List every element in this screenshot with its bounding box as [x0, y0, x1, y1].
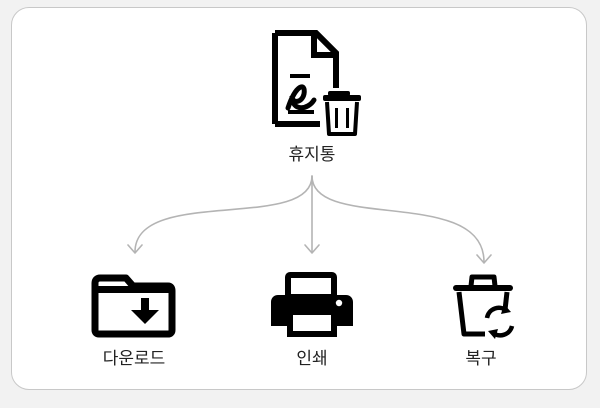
printer-icon	[271, 272, 353, 337]
root-node[interactable]: 휴지통	[262, 30, 362, 170]
document-trash-icon	[272, 30, 362, 140]
action-label-download: 다운로드	[102, 349, 166, 369]
trash-restore-icon	[453, 274, 515, 339]
root-label: 휴지통	[288, 145, 336, 165]
action-label-restore: 복구	[465, 349, 497, 369]
action-label-print: 인쇄	[296, 349, 328, 369]
arrow-to-download	[134, 175, 313, 253]
diagram-card	[11, 7, 587, 390]
action-node-print[interactable]: 인쇄	[262, 268, 362, 372]
folder-download-icon	[91, 274, 176, 338]
action-node-restore[interactable]: 복구	[431, 268, 531, 372]
action-node-download[interactable]: 다운로드	[86, 268, 182, 372]
arrow-to-restore	[311, 175, 485, 263]
